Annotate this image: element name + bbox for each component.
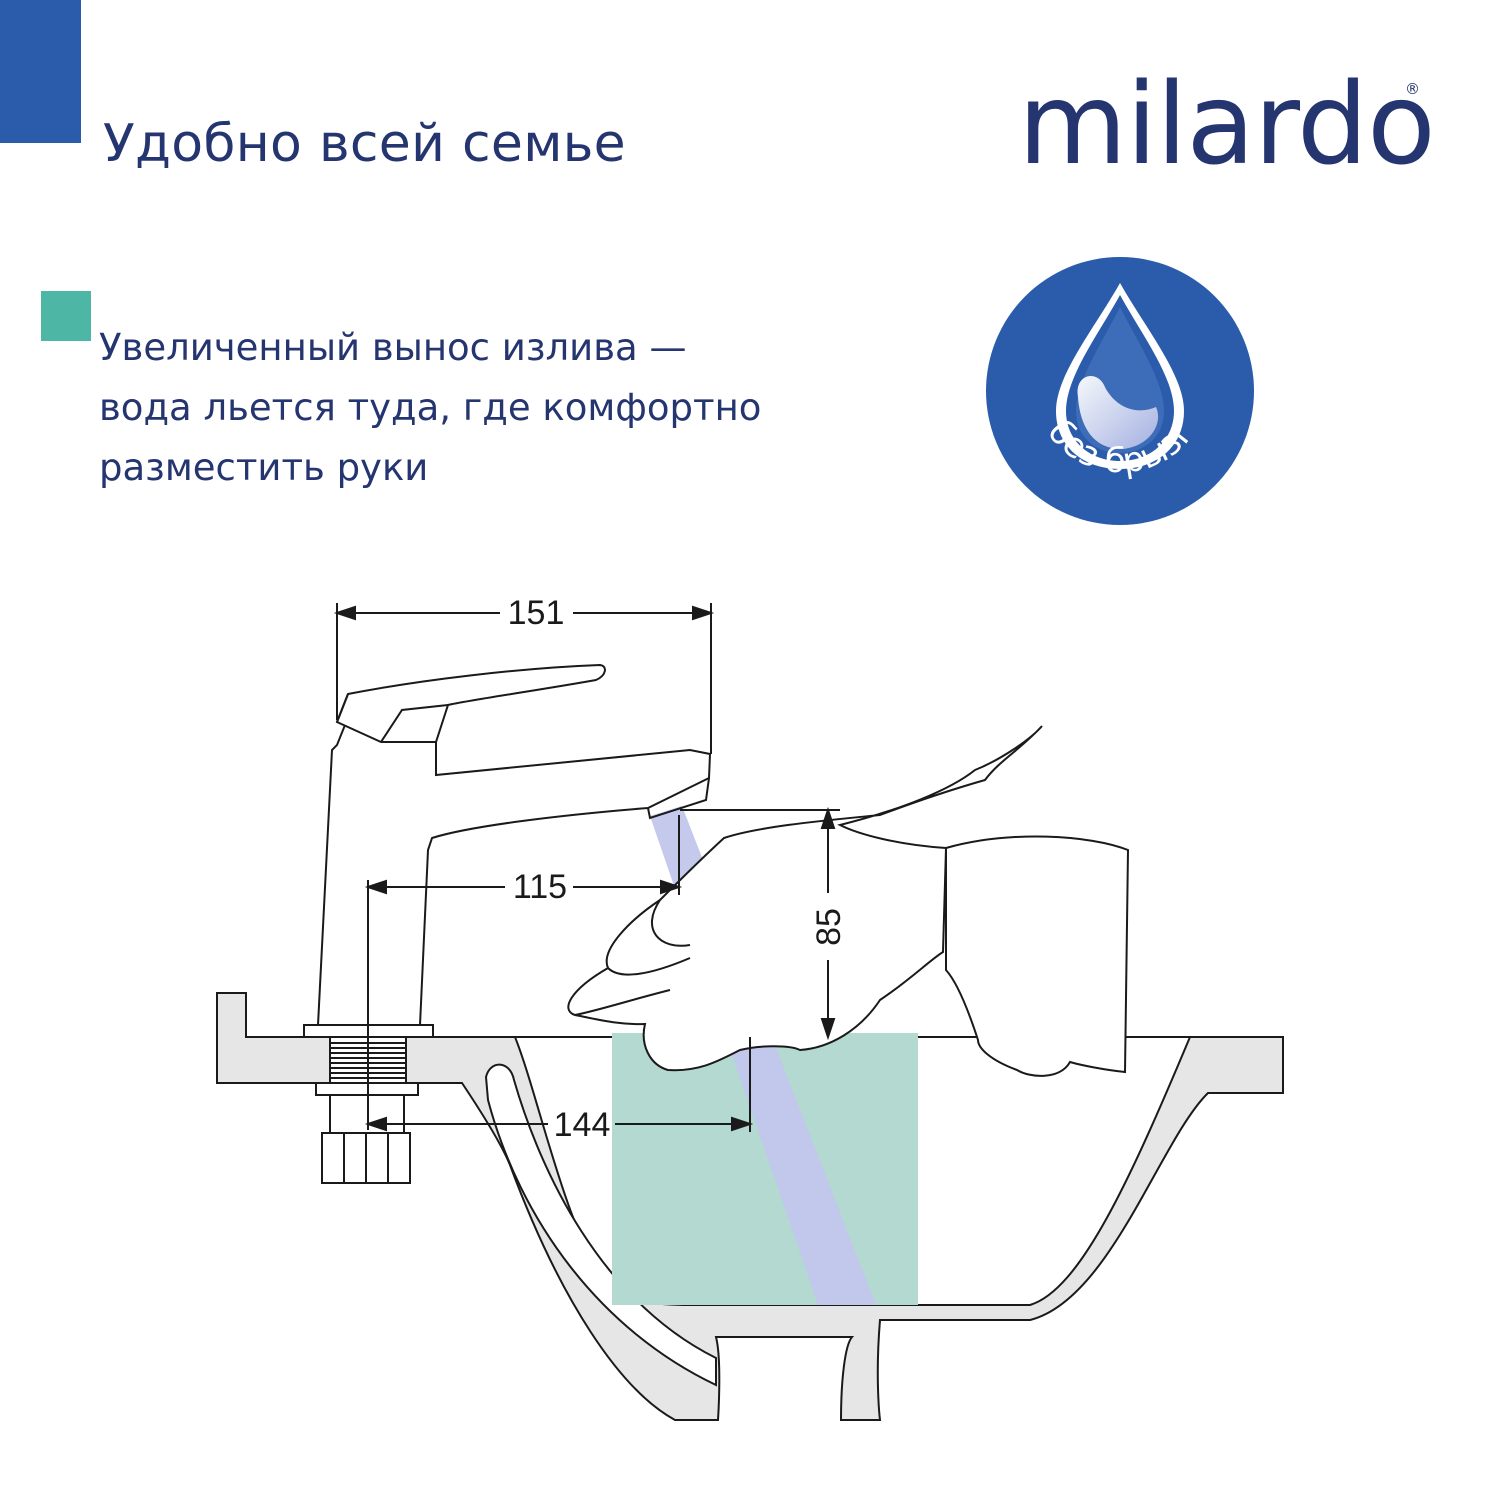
registered-mark: ® <box>1405 80 1420 98</box>
dimension-144: 144 <box>554 1106 611 1144</box>
feature-description: Увеличенный вынос излива — вода льется т… <box>99 318 819 498</box>
feature-line-3: разместить руки <box>99 446 429 489</box>
teal-bullet-square <box>41 291 91 341</box>
brand-logo: milardo <box>1018 60 1436 190</box>
faucet-sink-diagram: 151 115 85 144 <box>216 594 1284 1421</box>
overflow-channel <box>484 1063 717 1387</box>
hand-illustration <box>567 725 1130 1077</box>
dimension-115: 115 <box>513 868 567 906</box>
dimension-85: 85 <box>810 908 848 946</box>
dimension-151: 151 <box>508 594 565 632</box>
faucet-outline <box>303 663 712 1038</box>
feature-line-1: Увеличенный вынос излива — <box>99 326 687 369</box>
feature-line-2: вода льется туда, где комфортно <box>99 386 762 429</box>
water-drop-icon <box>1056 283 1184 469</box>
corner-accent-bar <box>0 0 81 143</box>
page-title: Удобно всей семье <box>103 114 626 174</box>
dimension-lines <box>333 603 840 1132</box>
no-splash-badge: без брызг <box>986 257 1254 525</box>
